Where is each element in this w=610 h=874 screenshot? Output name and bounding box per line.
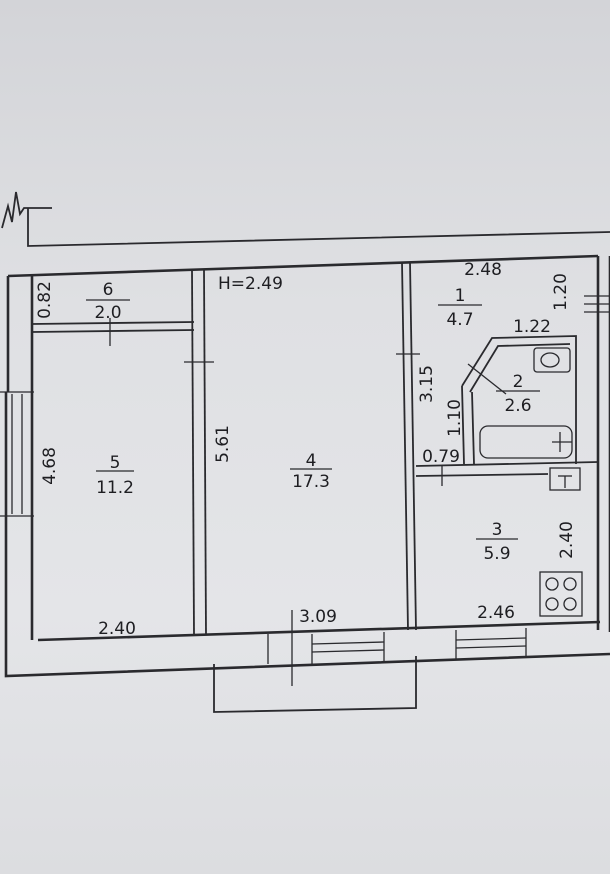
dim-1-22: 1.22 — [513, 317, 551, 337]
room-1-area: 4.7 — [446, 310, 473, 330]
room-3-number: 3 — [492, 520, 503, 540]
room-2-area: 2.6 — [504, 396, 531, 416]
height-note: H=2.49 — [218, 274, 283, 294]
stove-fixture — [539, 571, 583, 617]
dim-2-46: 2.46 — [477, 603, 515, 623]
room-2-number: 2 — [513, 372, 524, 392]
room-4-area: 17.3 — [292, 472, 330, 492]
break-line-mark — [1, 191, 52, 229]
bathroom-partition — [461, 335, 577, 465]
room-5-area: 11.2 — [96, 478, 134, 498]
dim-3-15: 3.15 — [417, 365, 437, 403]
room-6-number: 6 — [103, 280, 114, 300]
room-5-number: 5 — [110, 453, 121, 473]
dim-1-10: 1.10 — [445, 399, 465, 437]
kitchen-sink-fixture — [549, 467, 581, 491]
bottom-window-left — [267, 632, 385, 664]
dim-1-20: 1.20 — [551, 273, 571, 311]
dim-0-82: 0.82 — [35, 281, 55, 319]
dim-4-68: 4.68 — [40, 447, 60, 485]
balcony — [213, 656, 417, 713]
sink-fixture — [533, 347, 571, 373]
bathtub-fixture — [479, 425, 573, 459]
dim-0-79: 0.79 — [422, 447, 460, 467]
dim-3-09: 3.09 — [299, 607, 337, 627]
room-6-area: 2.0 — [94, 303, 121, 323]
left-window — [0, 391, 34, 517]
dim-2-40-bottom-left: 2.40 — [98, 619, 136, 639]
dim-5-61: 5.61 — [213, 425, 233, 463]
room-4-number: 4 — [306, 451, 317, 471]
top-outer-line — [27, 208, 610, 247]
bottom-window-right — [455, 628, 527, 660]
dim-2-48: 2.48 — [464, 260, 502, 280]
room-number-lines — [86, 299, 540, 540]
outer-walls — [4, 254, 610, 678]
room-1-number: 1 — [455, 286, 466, 306]
room-3-area: 5.9 — [483, 544, 510, 564]
dim-2-40-right: 2.40 — [557, 521, 577, 559]
interior-walls — [31, 261, 599, 686]
right-window — [584, 295, 610, 313]
